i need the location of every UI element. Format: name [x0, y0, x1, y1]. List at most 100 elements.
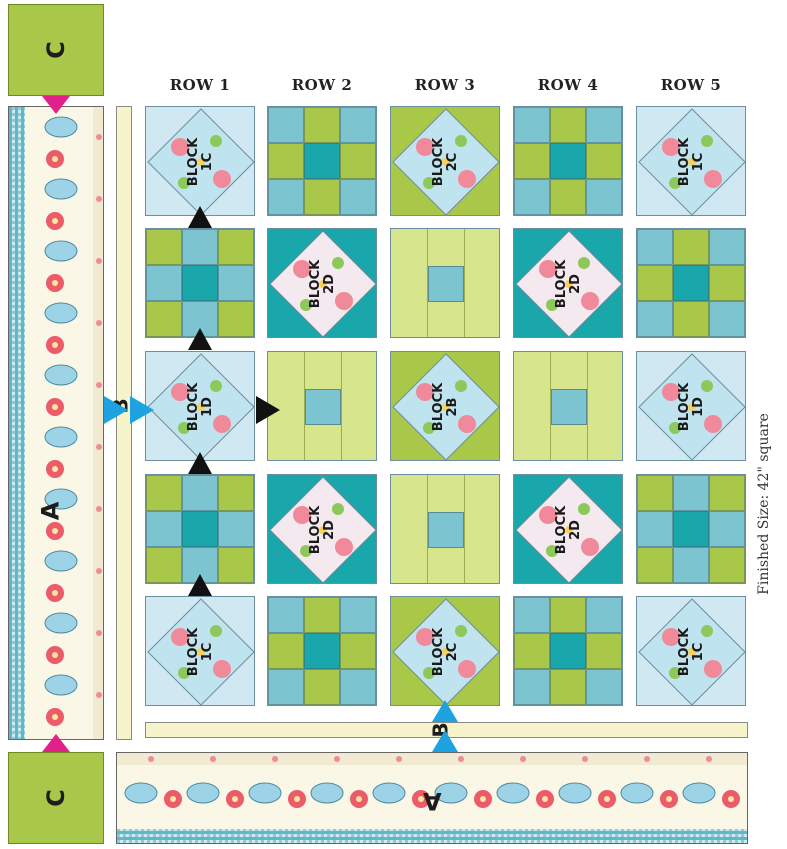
dot-icon	[706, 756, 712, 762]
patch-square	[182, 475, 218, 511]
patch-square	[514, 179, 550, 215]
patch-square	[218, 229, 254, 265]
bird-icon	[45, 427, 77, 447]
flower-center-icon	[52, 156, 58, 162]
rail-block	[390, 474, 500, 584]
block-label: BLOCK 1D	[678, 383, 706, 431]
flower-center-icon	[52, 528, 58, 534]
dot-icon	[96, 258, 102, 264]
labeled-print-block: BLOCK 2B	[390, 351, 500, 461]
nine-patch-block	[636, 474, 746, 584]
block-label-wrap: BLOCK 2D	[514, 475, 623, 584]
dot-icon	[272, 756, 278, 762]
block-label: BLOCK 2D	[309, 260, 337, 308]
block-label-wrap: BLOCK 1D	[146, 352, 255, 461]
patch-square	[514, 597, 550, 633]
corner-square-bottom: C	[8, 752, 104, 844]
block-label: BLOCK 2D	[555, 260, 583, 308]
nine-patch-grid	[637, 229, 745, 337]
rail-center-square	[305, 389, 341, 425]
flower-center-icon	[728, 796, 734, 802]
patch-square	[146, 229, 182, 265]
bird-icon	[497, 783, 529, 803]
patch-square	[550, 633, 586, 669]
dot-icon	[520, 756, 526, 762]
corner-label: C	[42, 789, 70, 807]
patch-square	[550, 669, 586, 705]
dot-icon	[96, 692, 102, 698]
nine-patch-block	[145, 228, 255, 338]
flower-center-icon	[170, 796, 176, 802]
block-label-wrap: BLOCK 2C	[391, 597, 500, 706]
labeled-print-block: BLOCK 2D	[267, 228, 377, 338]
block-label-wrap: BLOCK 1C	[637, 597, 746, 706]
patch-square	[514, 669, 550, 705]
block-label: BLOCK 2B	[432, 383, 460, 431]
patch-square	[550, 107, 586, 143]
labeled-print-block: BLOCK 1C	[636, 596, 746, 706]
patch-square	[304, 179, 340, 215]
patch-square	[709, 547, 745, 583]
patch-square	[304, 143, 340, 179]
patch-square	[637, 265, 673, 301]
nine-patch-grid	[637, 475, 745, 583]
patch-square	[550, 597, 586, 633]
nine-patch-block	[636, 228, 746, 338]
labeled-print-block: BLOCK 1C	[145, 106, 255, 216]
patch-square	[304, 633, 340, 669]
bird-icon	[373, 783, 405, 803]
patch-square	[182, 301, 218, 337]
dot-icon	[96, 382, 102, 388]
labeled-print-block: BLOCK 1C	[145, 596, 255, 706]
dot-icon	[210, 756, 216, 762]
bird-icon	[311, 783, 343, 803]
patch-square	[218, 301, 254, 337]
nine-patch-block	[267, 596, 377, 706]
bird-icon	[45, 241, 77, 261]
patch-square	[637, 229, 673, 265]
flower-center-icon	[52, 280, 58, 286]
dot-icon	[96, 630, 102, 636]
rail-center-square	[551, 389, 587, 425]
border-a-left: A	[8, 106, 104, 740]
patch-square	[218, 511, 254, 547]
block-label: BLOCK 1C	[187, 628, 215, 676]
patch-square	[709, 511, 745, 547]
patch-square	[304, 107, 340, 143]
bird-icon	[187, 783, 219, 803]
bird-icon	[45, 613, 77, 633]
bird-icon	[249, 783, 281, 803]
block-label: BLOCK 2C	[432, 628, 460, 676]
block-label-wrap: BLOCK 1C	[637, 107, 746, 216]
bird-icon	[125, 783, 157, 803]
patch-square	[550, 179, 586, 215]
bird-icon	[621, 783, 653, 803]
bird-icon	[45, 117, 77, 137]
border-a-bottom: A	[116, 752, 748, 844]
patch-square	[182, 229, 218, 265]
patch-square	[340, 143, 376, 179]
corner-square-top: C	[8, 4, 104, 96]
labeled-print-block: BLOCK 2D	[513, 228, 623, 338]
patch-square	[709, 301, 745, 337]
bird-icon	[45, 179, 77, 199]
block-label: BLOCK 1C	[187, 138, 215, 186]
patch-square	[514, 633, 550, 669]
patch-square	[673, 475, 709, 511]
flower-center-icon	[52, 590, 58, 596]
dot-icon	[334, 756, 340, 762]
flower-center-icon	[52, 652, 58, 658]
row-header: ROW 2	[267, 76, 377, 94]
flower-center-icon	[666, 796, 672, 802]
patch-square	[340, 179, 376, 215]
patch-square	[218, 475, 254, 511]
dot-icon	[96, 568, 102, 574]
dot-icon	[96, 196, 102, 202]
bird-icon	[683, 783, 715, 803]
border-a-label: A	[423, 787, 442, 815]
dot-icon	[458, 756, 464, 762]
patch-square	[146, 475, 182, 511]
rail-block	[267, 351, 377, 461]
rail-block	[390, 228, 500, 338]
patch-square	[268, 107, 304, 143]
